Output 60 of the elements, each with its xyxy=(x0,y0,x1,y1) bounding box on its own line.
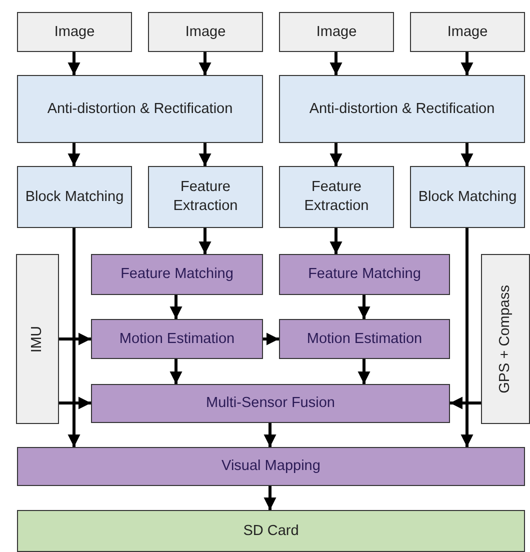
input-box xyxy=(16,254,59,424)
box-label: Image xyxy=(316,22,357,42)
arrow xyxy=(358,359,370,384)
arrow xyxy=(59,396,91,410)
input-box xyxy=(481,254,530,424)
process-box xyxy=(279,75,525,143)
arrow xyxy=(170,359,182,384)
box-label: Image xyxy=(447,22,488,42)
box-label: Feature Extraction xyxy=(172,178,239,216)
box-label: Image xyxy=(54,22,95,42)
box-label: Block Matching xyxy=(25,188,124,206)
box-label: Feature Matching xyxy=(120,265,234,284)
box-label: IMU xyxy=(28,326,46,352)
process-box xyxy=(279,166,394,228)
box-label: GPS + Compass xyxy=(496,284,514,394)
box-label: Block Matching xyxy=(418,188,517,206)
box-label: Anti-distortion & Rectification xyxy=(309,100,495,118)
arrow xyxy=(198,228,212,254)
arrow xyxy=(198,143,212,166)
arrow xyxy=(460,228,474,447)
arrow xyxy=(264,423,276,447)
process-box xyxy=(17,75,263,143)
box-label: Multi-Sensor Fusion xyxy=(206,394,335,413)
process-box xyxy=(17,447,525,486)
box-label: Motion Estimation xyxy=(306,330,422,348)
process-box xyxy=(279,254,450,295)
input-box xyxy=(410,12,525,52)
arrow xyxy=(198,52,212,75)
arrow xyxy=(263,332,279,346)
box-label: Feature Matching xyxy=(308,265,421,284)
input-box xyxy=(279,12,394,52)
process-box xyxy=(91,254,263,295)
process-box xyxy=(410,166,525,228)
storage-box xyxy=(17,510,525,552)
input-box xyxy=(17,12,132,52)
arrow xyxy=(330,52,342,75)
box-label: Motion Estimation xyxy=(119,330,235,348)
arrow xyxy=(450,396,481,410)
arrow xyxy=(358,295,370,319)
arrow xyxy=(460,52,474,75)
box-label: SD Card xyxy=(243,522,299,540)
box-label: Feature Extraction xyxy=(303,178,370,216)
process-box xyxy=(91,384,450,423)
process-box xyxy=(17,166,132,228)
box-label: Image xyxy=(185,22,226,42)
arrow xyxy=(264,486,276,510)
process-box xyxy=(148,166,263,228)
arrow xyxy=(330,143,342,166)
box-label: Anti-distortion & Rectification xyxy=(47,100,233,118)
process-box xyxy=(279,319,450,359)
arrow xyxy=(59,332,91,346)
arrow xyxy=(330,228,342,254)
arrow xyxy=(170,295,182,319)
arrow xyxy=(68,52,80,75)
arrow xyxy=(460,143,474,166)
arrow xyxy=(68,228,80,447)
arrow xyxy=(68,143,80,166)
input-box xyxy=(148,12,263,52)
process-box xyxy=(91,319,263,359)
box-label: Visual Mapping xyxy=(222,457,320,476)
